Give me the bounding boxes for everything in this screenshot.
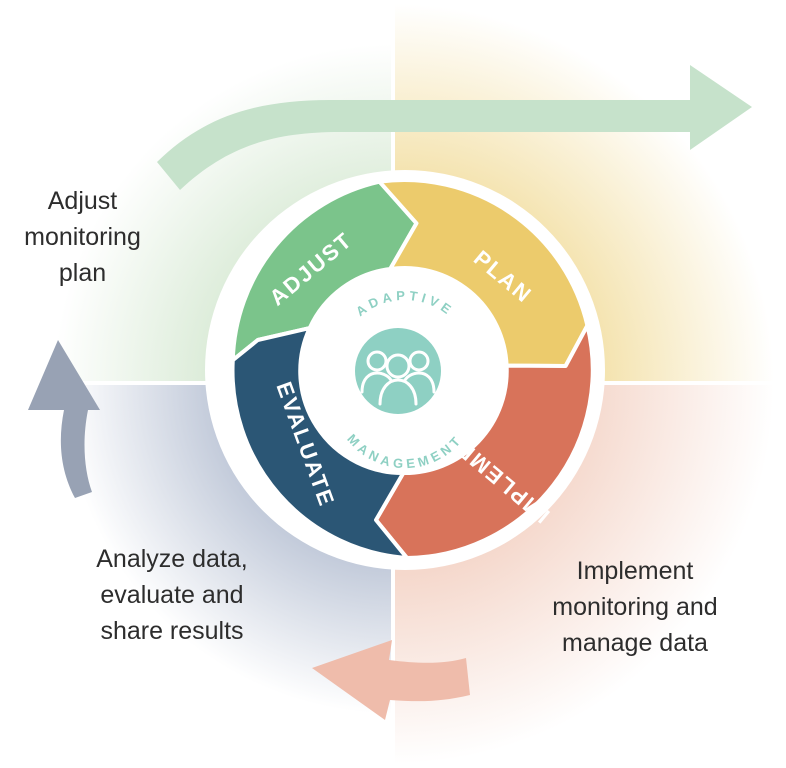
adjust-monitoring-plan-label: Adjust monitoring plan [0, 183, 165, 291]
adjust-label-line-3: plan [58, 259, 107, 287]
analyze-data-label: Analyze data, evaluate and share results [62, 541, 282, 649]
arrow-right-icon [157, 65, 752, 190]
segment-evaluate [230, 326, 409, 560]
implement-label-line-1: Implement [576, 557, 694, 585]
adjust-label-line-1: Adjust [47, 187, 118, 215]
implement-label-line-3: manage data [562, 629, 708, 657]
segment-implement [374, 323, 595, 560]
adjust-label-line-2: monitoring [24, 223, 141, 251]
implement-monitoring-label: Implement monitoring and manage data [520, 553, 750, 661]
arrow-left-icon [312, 640, 470, 720]
segment-adjust [230, 179, 419, 363]
analyze-label-line-1: Analyze data, [96, 545, 248, 573]
analyze-label-line-2: evaluate and [100, 581, 244, 609]
implement-label-line-2: monitoring and [552, 593, 718, 621]
people-group-icon [355, 328, 441, 414]
arrow-up-icon [28, 340, 100, 498]
analyze-label-line-3: share results [100, 617, 244, 645]
